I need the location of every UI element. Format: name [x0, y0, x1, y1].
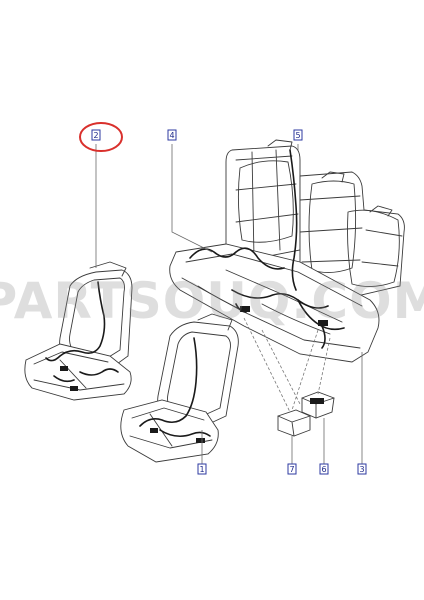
part-6-module: [301, 391, 335, 419]
callout-6-label: 6: [321, 465, 326, 474]
front-seat-left: [24, 261, 133, 401]
callout-3[interactable]: 3: [357, 463, 367, 475]
callout-5-label: 5: [295, 131, 300, 140]
callout-1[interactable]: 1: [197, 463, 207, 475]
callout-4[interactable]: 4: [167, 129, 177, 141]
part-7-module: [277, 409, 311, 437]
rear-seat-assembly: [169, 139, 405, 363]
callout-2[interactable]: 2: [91, 129, 101, 141]
front-seat-right: [120, 313, 239, 463]
callout-1-label: 1: [199, 465, 204, 474]
callout-6[interactable]: 6: [319, 463, 329, 475]
callout-7-label: 7: [289, 465, 294, 474]
callout-5[interactable]: 5: [293, 129, 303, 141]
callout-3-label: 3: [359, 465, 364, 474]
callout-4-label: 4: [169, 131, 174, 140]
callout-7[interactable]: 7: [287, 463, 297, 475]
callout-2-label: 2: [93, 131, 98, 140]
watermark: PARTSOUQ.COM: [0, 272, 424, 330]
highlight-ring: [79, 122, 123, 152]
